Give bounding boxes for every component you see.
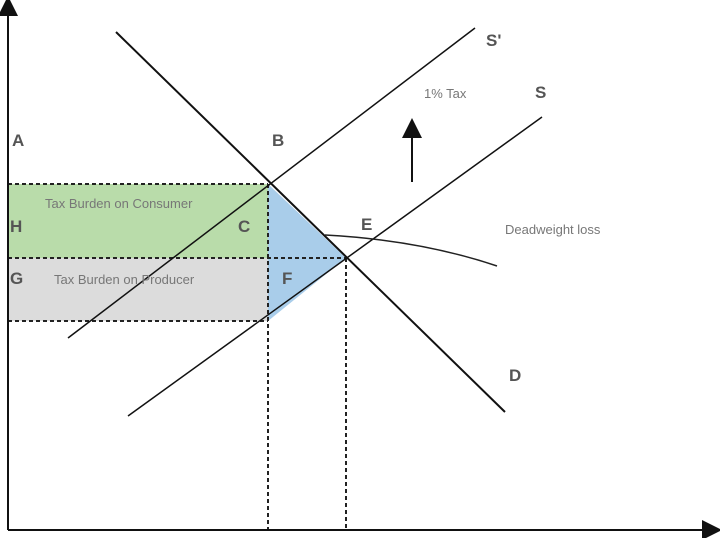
deadweight-pointer-curve bbox=[324, 234, 498, 267]
producer-burden-label: Tax Burden on Producer bbox=[54, 272, 195, 287]
label-s-prime: S' bbox=[486, 31, 501, 50]
producer-burden-area bbox=[8, 258, 268, 321]
demand-curve bbox=[115, 31, 506, 413]
label-b: B bbox=[272, 131, 284, 150]
label-h: H bbox=[10, 217, 22, 236]
label-e: E bbox=[361, 215, 372, 234]
label-a: A bbox=[12, 131, 24, 150]
supply-curve bbox=[127, 116, 543, 417]
deadweight-label: Deadweight loss bbox=[505, 222, 601, 237]
consumer-burden-area bbox=[8, 184, 268, 258]
label-g: G bbox=[10, 269, 23, 288]
tax-label: 1% Tax bbox=[424, 86, 467, 101]
label-f: F bbox=[282, 269, 292, 288]
deadweight-loss-area bbox=[268, 184, 346, 321]
label-s: S bbox=[535, 83, 546, 102]
consumer-burden-label: Tax Burden on Consumer bbox=[45, 196, 193, 211]
supply-taxed-curve bbox=[67, 27, 476, 339]
label-d: D bbox=[509, 366, 521, 385]
label-c: C bbox=[238, 217, 250, 236]
